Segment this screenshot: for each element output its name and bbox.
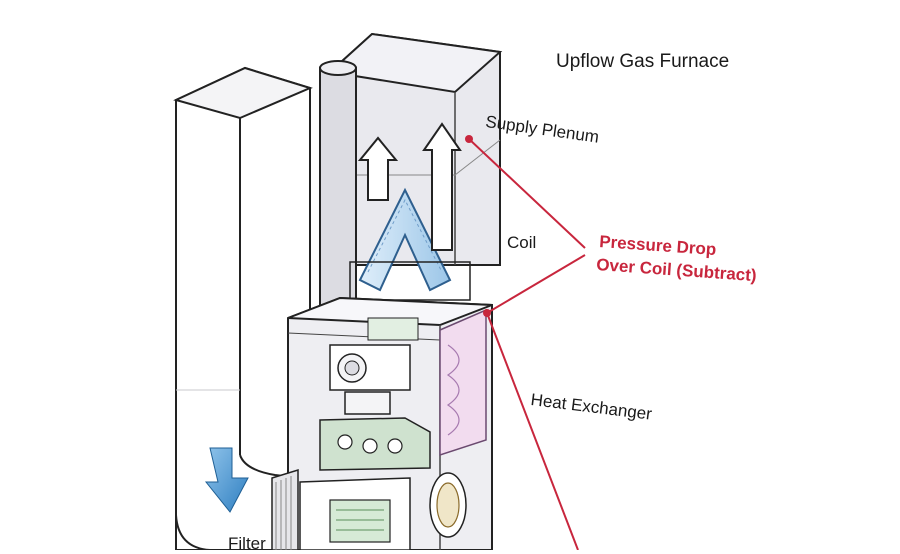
coil-label: Coil bbox=[507, 233, 537, 252]
pressure-drop-leaders bbox=[465, 135, 586, 550]
coil-inlet-dot bbox=[483, 309, 491, 317]
supply-plenum-dot bbox=[465, 135, 473, 143]
heat-exchanger bbox=[439, 308, 487, 457]
return-air-arrow bbox=[204, 447, 249, 513]
supply-plenum bbox=[327, 32, 503, 266]
evaporator-coil bbox=[349, 187, 471, 301]
burner-assembly bbox=[319, 317, 431, 471]
filter-rack bbox=[271, 468, 299, 550]
blower-section bbox=[299, 472, 467, 550]
filter-label: Filter bbox=[228, 534, 266, 553]
supply-air-arrows bbox=[357, 122, 462, 251]
diagram-title: Upflow Gas Furnace bbox=[556, 51, 730, 72]
